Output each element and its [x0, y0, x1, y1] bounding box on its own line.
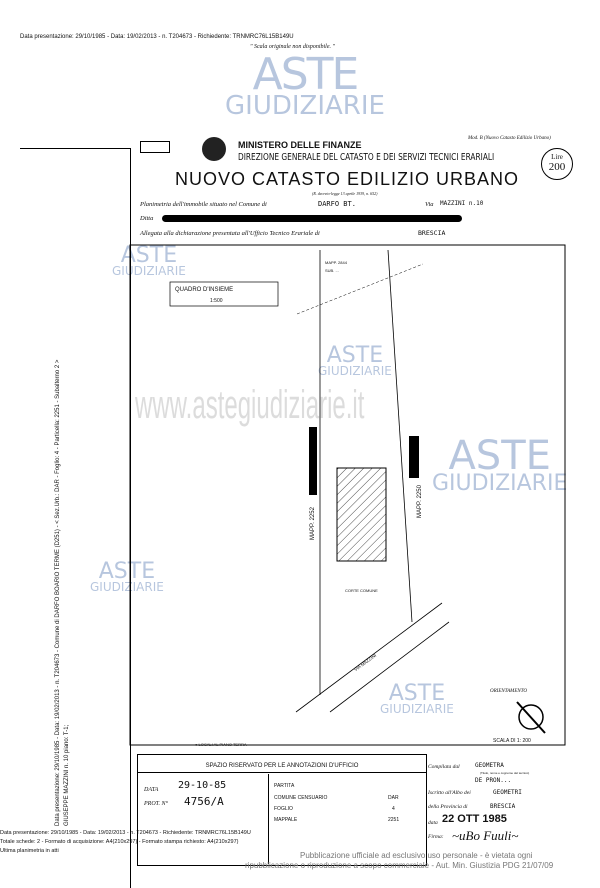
prov-value: BRESCIA — [490, 803, 516, 810]
drawing-frame — [129, 244, 566, 746]
foglio-value: 4 — [392, 806, 395, 812]
emblem-icon — [202, 137, 226, 161]
divider — [20, 148, 130, 149]
form-stamp — [140, 141, 170, 153]
compass-icon — [518, 704, 544, 730]
signature: ~uBo Fuuli~ — [452, 828, 519, 843]
divider — [268, 774, 269, 864]
footer-line-1: Data presentazione: 29/10/1985 - Data: 1… — [0, 830, 251, 836]
header-line: Data presentazione: 29/10/1985 - Data: 1… — [20, 34, 294, 40]
courtyard-label: CORTE COMUNE — [345, 588, 378, 593]
office-title: SPAZIO RISERVATO PER LE ANNOTAZIONI D'UF… — [138, 763, 426, 773]
watermark-url: www.astegiudiziarie.it — [135, 383, 365, 427]
boundary-right — [387, 249, 413, 623]
prot-value: 4756/A — [184, 795, 224, 808]
model-code: Mod. B (Nuovo Catasto Edilizio Urbano) — [468, 136, 551, 141]
scale-label: SCALA DI 1: 200 — [493, 738, 531, 744]
vertical-text: Data presentazione: 29/10/1985 - Data: 1… — [55, 359, 61, 826]
direction: DIREZIONE GENERALE DEL CATASTO E DEI SER… — [238, 152, 495, 163]
quadro-box — [169, 281, 279, 307]
section-line — [296, 263, 424, 315]
unit-hatched — [336, 467, 387, 562]
data-stamp: 22 OTT 1985 — [442, 813, 507, 825]
mappale-value: 2251 — [388, 817, 400, 823]
footer-line-2: Totale schede: 2 - Formato di acquisizio… — [0, 839, 239, 845]
form-subtitle: (R. decreto-legge 13 aprile 1939, n. 652… — [312, 191, 378, 196]
legend: ● LOCALI AL PIANO TERRA — [195, 742, 247, 747]
quadro-title: QUADRO D'INSIEME — [175, 287, 234, 293]
compiled-label: Compilata dal — [428, 764, 460, 770]
ministry: MINISTERO DELLE FINANZE — [238, 140, 362, 150]
compass-needle — [516, 701, 546, 734]
north-label: MAPP. 2844 — [325, 260, 347, 265]
firma-label: Firma: — [428, 834, 444, 840]
quadro-scale: 1:500 — [210, 298, 223, 304]
right-label: MAPP. 2250 — [417, 485, 423, 518]
comune-censuario-value: DAR — [388, 795, 399, 801]
north-label-sub: SUB. ... — [325, 268, 339, 273]
allegato-label: Allegata alla dichiarazione presentata a… — [140, 230, 320, 237]
partita-label: PARTITA — [274, 783, 295, 789]
compiled-value-2: DE PRON... — [475, 777, 512, 784]
redacted-owner — [162, 215, 462, 222]
mappale-label: MAPPALE — [274, 817, 298, 823]
via-value: MAZZINI n.10 — [440, 200, 484, 207]
orientation-label: ORIENTAMENTO — [490, 689, 528, 694]
prot-label: PROT. N° — [144, 801, 168, 807]
watermark-notice-2: ripubblicazione o riproduzione a scopo c… — [245, 861, 554, 870]
via-label: Via — [425, 201, 434, 208]
watermark-notice-1: Pubblicazione ufficiale ad esclusivo uso… — [300, 851, 533, 860]
foglio-label: FOGLIO — [274, 806, 293, 812]
date-value: 29-10-85 — [178, 780, 227, 791]
wall-right — [409, 436, 419, 478]
albo-value: GEOMETRI — [493, 789, 522, 796]
ditta-label: Ditta — [140, 215, 154, 222]
street-edge — [329, 621, 450, 713]
compiled-value: GEOMETRA — [475, 762, 504, 769]
plan-label: Planimetria dell'immobile situato nel Co… — [140, 201, 267, 208]
scale-note: " Scala originale non disponibile. " — [250, 44, 336, 50]
form-title: NUOVO CATASTO EDILIZIO URBANO — [175, 169, 520, 189]
office-box: SPAZIO RISERVATO PER LE ANNOTAZIONI D'UF… — [137, 754, 427, 866]
left-label: MAPP. 2252 — [310, 507, 316, 540]
compiled-hint: (Titolo, nome e cognome del tecnico) — [480, 771, 530, 775]
comune-censuario-label: COMUNE CENSUARIO — [274, 795, 328, 801]
wall-left — [309, 427, 317, 495]
data-label: data — [428, 820, 438, 826]
footer-line-3: Ultima planimetria in atti — [0, 848, 59, 854]
prov-label: della Provincia di — [428, 804, 468, 810]
ufficio-value: BRESCIA — [418, 229, 446, 237]
comune-value: DARFO BT. — [318, 200, 356, 208]
albo-label: Iscritto all'Albo dei — [428, 790, 471, 796]
vertical-text-2: GIUSEPPE MAZZINI n. 10 piano: T-1; — [64, 724, 70, 826]
street-edge — [295, 602, 443, 713]
date-label: DATA — [144, 787, 159, 793]
